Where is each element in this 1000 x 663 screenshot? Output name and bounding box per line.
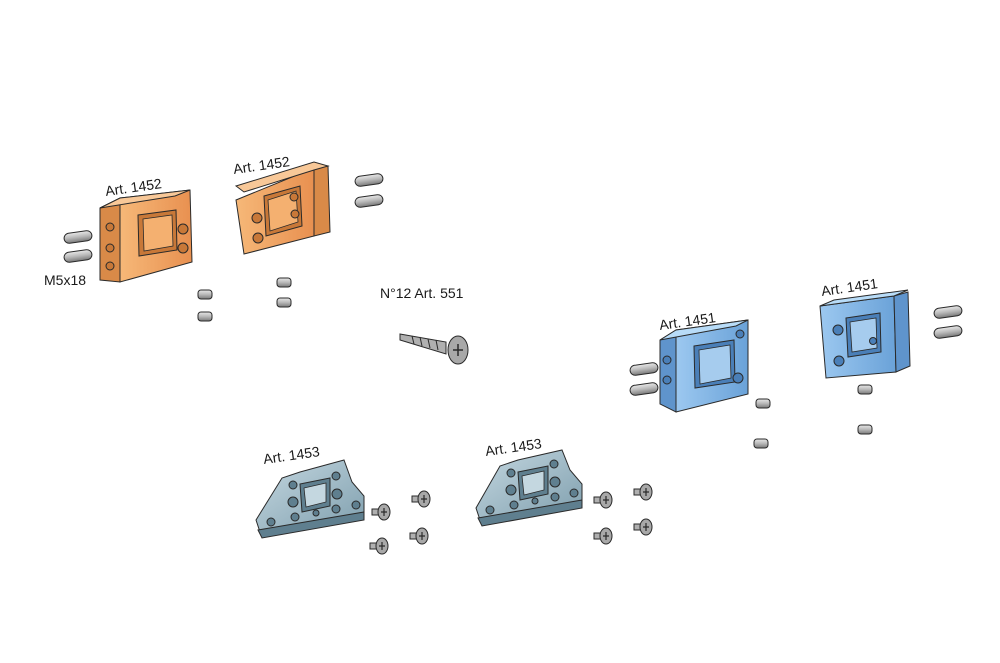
blue-bracket-left [659,319,749,413]
wood-screw-icon [399,333,469,365]
grub-screw-icon [753,384,873,449]
label-screw-size: M5x18 [44,272,86,288]
machine-screw-icon [369,483,653,555]
pin-icon [354,173,384,208]
label-plate-right: Art. 1453 [484,435,543,459]
pin-icon [629,362,659,396]
steel-plate-left [255,459,365,539]
label-blue-left: Art. 1451 [658,309,717,333]
label-wood-screw: N°12 Art. 551 [380,285,464,301]
label-orange-left: Art. 1452 [104,175,163,199]
steel-plate-right [475,449,583,527]
pin-icon [933,305,963,339]
label-plate-left: Art. 1453 [262,443,321,467]
grub-screw-icon [197,277,292,322]
label-blue-right: Art. 1451 [820,275,879,299]
label-orange-right: Art. 1452 [232,153,291,177]
pin-icon [63,230,93,263]
orange-bracket-left [99,189,193,283]
blue-bracket-right [819,289,911,379]
orange-bracket-right [234,161,331,255]
